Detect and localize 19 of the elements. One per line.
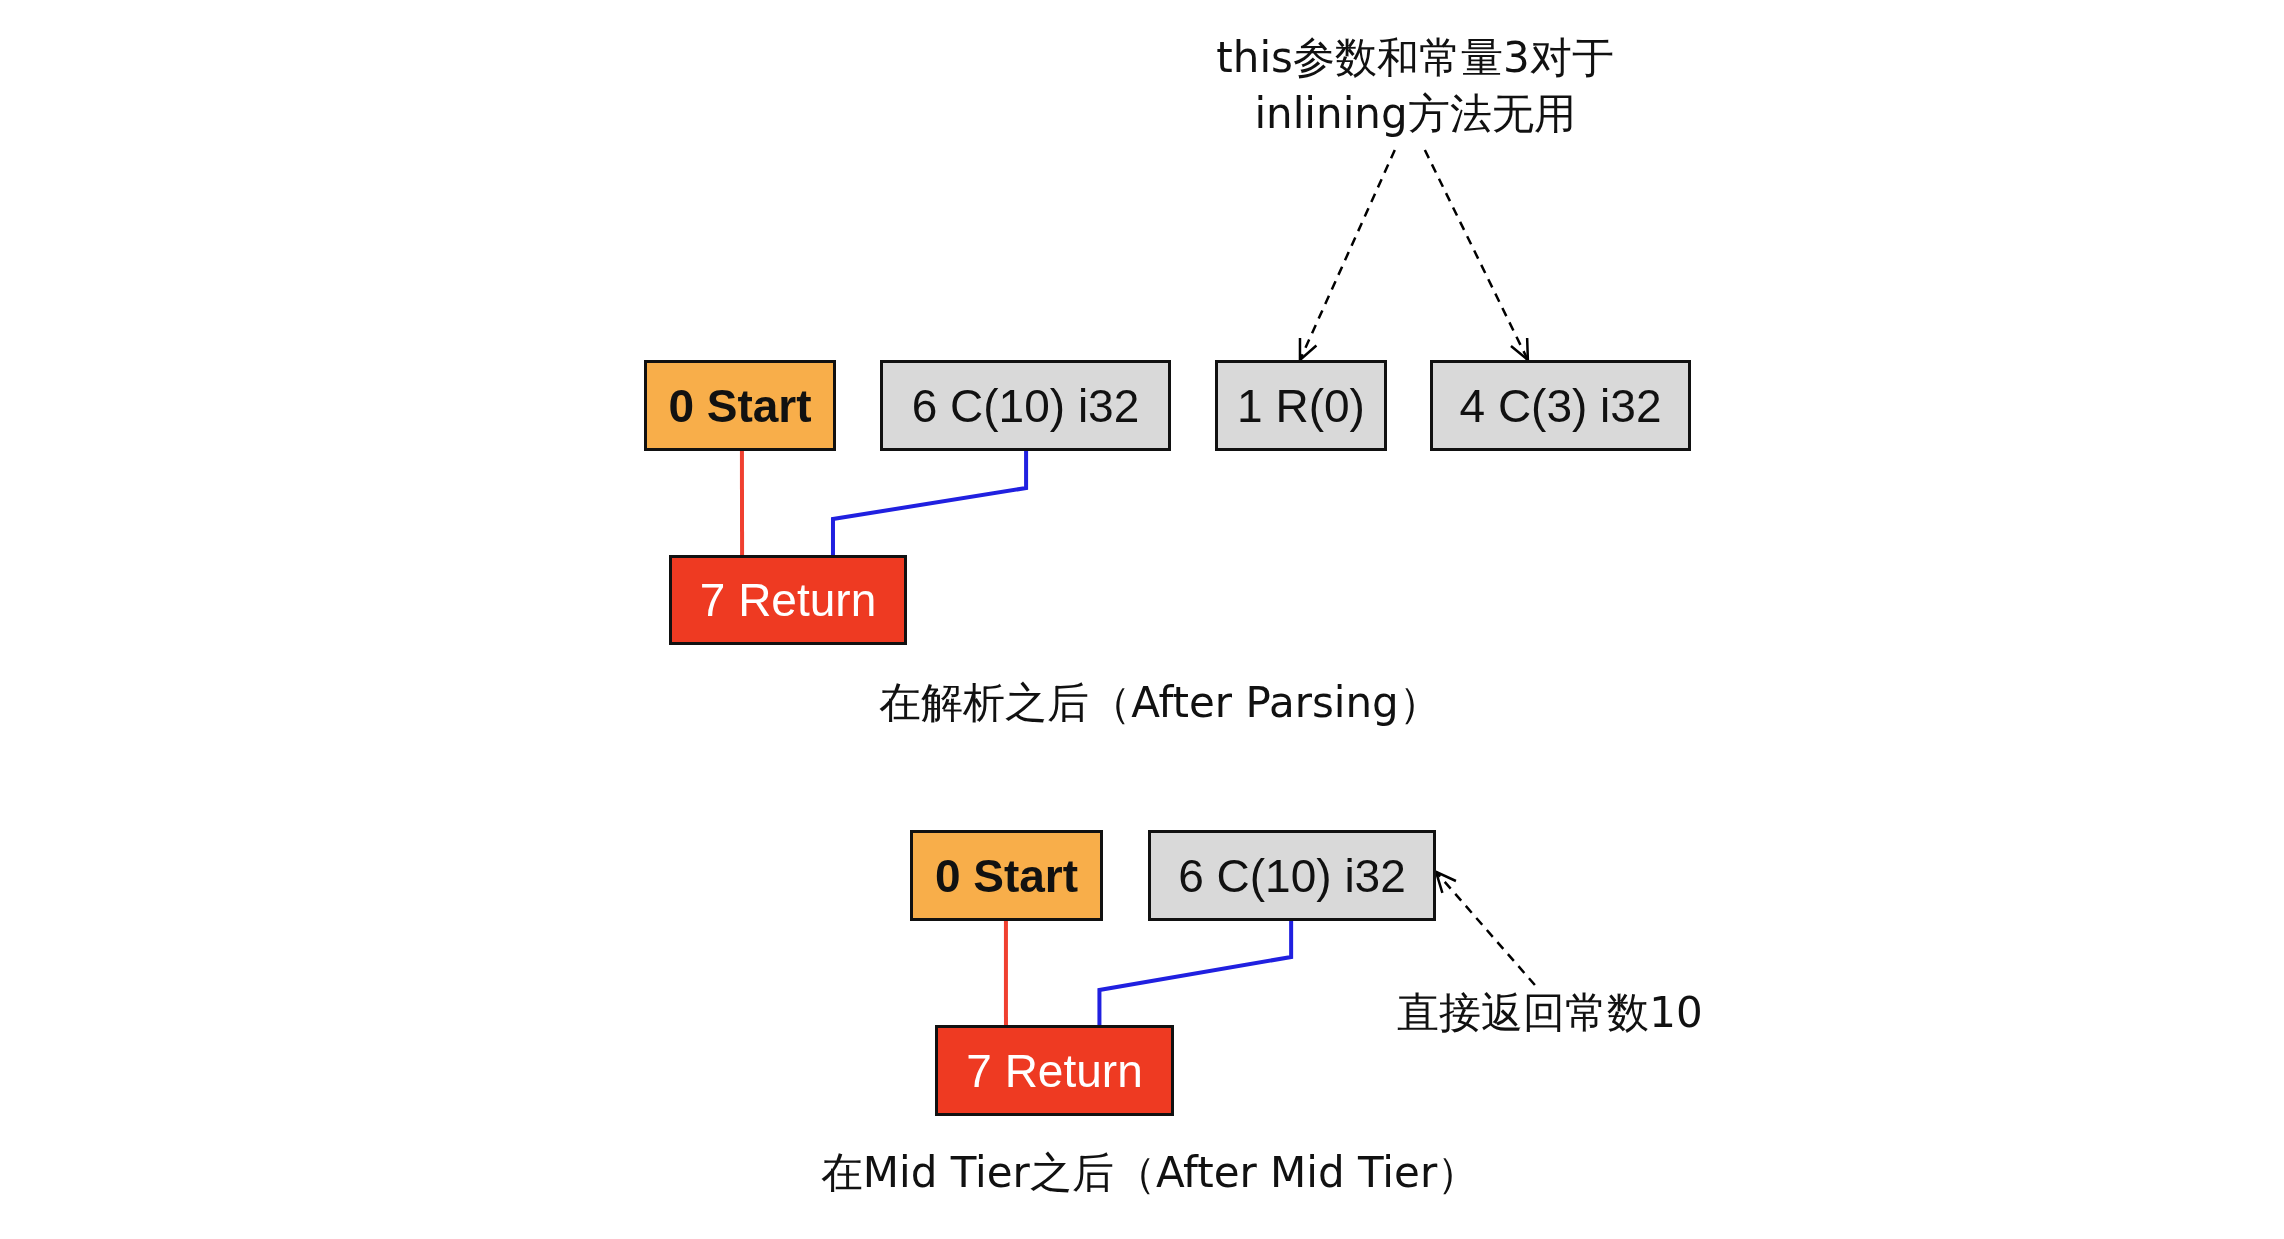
node-box: 6 C(10) i32 bbox=[1148, 830, 1436, 921]
dashed-arrow bbox=[1434, 870, 1536, 986]
annotation-text: 直接返回常数10 bbox=[1370, 985, 1730, 1040]
dashed-arrow bbox=[1298, 149, 1396, 362]
node-box: 0 Start bbox=[910, 830, 1103, 921]
dashed-arrow bbox=[1423, 149, 1530, 362]
node-box: 4 C(3) i32 bbox=[1430, 360, 1691, 451]
connector-line bbox=[739, 451, 745, 555]
annotation-text: this参数和常量3对于 inlining方法无用 bbox=[1180, 30, 1650, 150]
node-box: 6 C(10) i32 bbox=[880, 360, 1171, 451]
node-box: 7 Return bbox=[669, 555, 907, 645]
connector-line bbox=[1003, 921, 1008, 1025]
caption: 在Mid Tier之后（After Mid Tier） bbox=[819, 1147, 1481, 1199]
connector-line bbox=[831, 451, 1029, 555]
caption: 在解析之后（After Parsing） bbox=[878, 677, 1442, 729]
node-box: 1 R(0) bbox=[1215, 360, 1387, 451]
node-box: 7 Return bbox=[935, 1025, 1174, 1116]
connector-line bbox=[1097, 921, 1294, 1025]
node-box: 0 Start bbox=[644, 360, 836, 451]
